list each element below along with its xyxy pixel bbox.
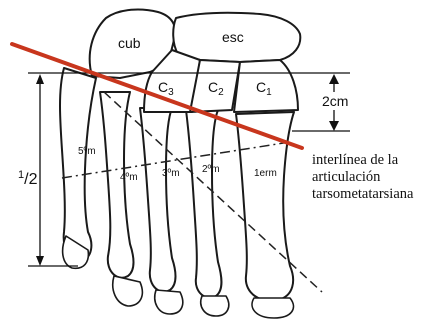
second-toe bbox=[201, 296, 229, 316]
half-measure-arrow-up bbox=[36, 74, 44, 84]
two-cm-arrow-down bbox=[329, 121, 339, 131]
second-metatarsal-label: 2ºm bbox=[202, 164, 220, 175]
third-metatarsal bbox=[140, 108, 176, 292]
two-cm-label: 2cm bbox=[322, 93, 348, 109]
big-toe bbox=[252, 298, 293, 318]
caption-line-3: tarsometatarsiana bbox=[312, 186, 414, 202]
navicular-label: esc bbox=[222, 29, 244, 45]
third-metatarsal-label: 3ºm bbox=[162, 168, 180, 179]
fifth-metatarsal-label: 5ºm bbox=[78, 146, 96, 157]
fourth-metatarsal-label: 4ºm bbox=[120, 172, 138, 183]
second-metatarsal bbox=[186, 110, 222, 298]
caption-line-2: articulación bbox=[312, 169, 381, 185]
half-measure-arrow-down bbox=[36, 256, 44, 266]
fourth-metatarsal bbox=[100, 92, 134, 278]
fourth-toe bbox=[113, 276, 143, 306]
third-toe bbox=[155, 290, 183, 314]
caption-line-1: interlínea de la bbox=[312, 152, 399, 168]
fifth-metatarsal bbox=[60, 68, 96, 260]
caption: interlínea de la articulación tarsometat… bbox=[312, 152, 414, 202]
first-metatarsal-label: 1erm bbox=[254, 168, 277, 179]
half-length-label: 1/2 bbox=[18, 169, 38, 188]
cuboid-label: cub bbox=[118, 35, 141, 51]
two-cm-arrow-up bbox=[329, 74, 339, 84]
